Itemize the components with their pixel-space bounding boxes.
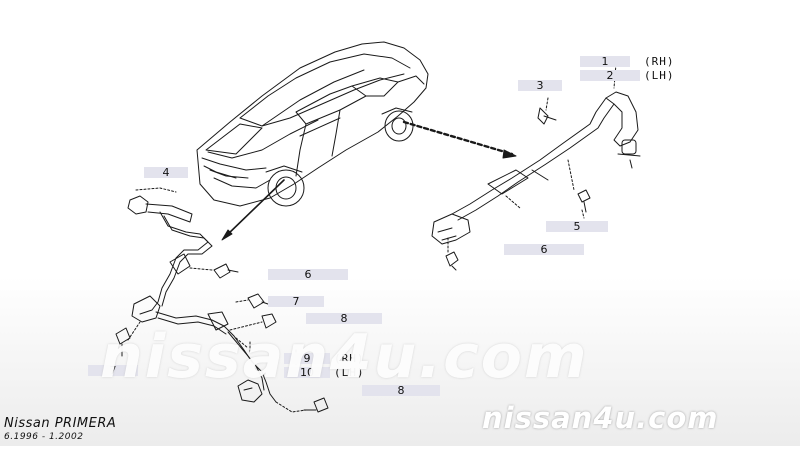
model-title: Nissan PRIMERA — [4, 416, 117, 431]
callout-9: 9 — [284, 353, 330, 364]
rear-pointer-arrow — [402, 120, 517, 159]
bolt-6-rear-icon — [445, 251, 459, 271]
callout-5: 5 — [546, 221, 608, 232]
callout-7-upper: 7 — [268, 296, 324, 307]
callout-6-front: 6 — [268, 269, 348, 280]
watermark-large: nissan4u.com — [100, 322, 589, 392]
callout-7-lower: 7 — [88, 365, 138, 376]
callout-4: 4 — [144, 167, 188, 178]
callout-6-rear: 6 — [504, 244, 584, 255]
rear-sensor-assembly — [431, 63, 641, 271]
bolt-7-upper-icon — [247, 293, 269, 309]
callout-2: 2 — [580, 70, 640, 81]
bolt-7-lower-icon — [115, 327, 131, 357]
front-sensor-assembly — [115, 187, 329, 413]
bolt-6-front-icon — [213, 263, 239, 279]
car-illustration — [196, 41, 429, 207]
callout-8-upper: 8 — [306, 313, 382, 324]
bolt-8-lower-icon — [303, 397, 329, 413]
side-rh-rear: (RH) — [644, 55, 675, 68]
side-lh-rear: (LH) — [644, 69, 675, 82]
watermark-small: nissan4u.com — [482, 401, 719, 435]
front-pointer-arrow — [221, 179, 285, 241]
callout-1: 1 — [580, 56, 630, 67]
production-range: 6.1996 - 1.2002 — [4, 432, 84, 442]
callout-3: 3 — [518, 80, 562, 91]
side-rh-front: (RH) — [334, 352, 365, 365]
bolt-5-icon — [577, 189, 591, 213]
callout-8-lower: 8 — [362, 385, 440, 396]
bolt-8-upper-icon — [261, 313, 277, 329]
side-lh-front: (LH) — [334, 366, 365, 379]
bolt-3-icon — [537, 107, 557, 125]
callout-10: 10 — [284, 367, 330, 378]
